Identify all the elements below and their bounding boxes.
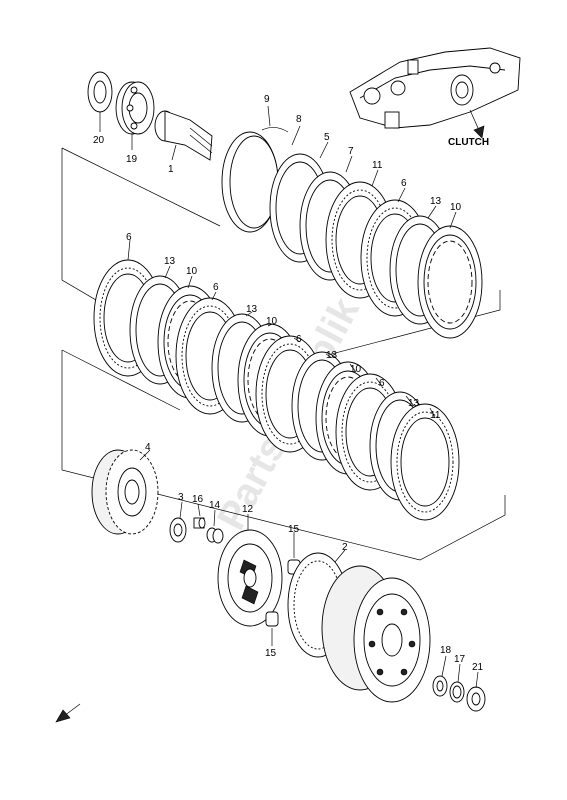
part-number-13-upper: 13 — [430, 196, 442, 207]
part-number-6-mid-2: 6 — [213, 282, 219, 293]
part-number-10-mid-2: 10 — [266, 316, 278, 327]
part-number-3: 3 — [178, 492, 184, 503]
part-number-13-mid-4: 13 — [408, 398, 420, 409]
callout-pointer-arrow-icon — [469, 109, 485, 139]
part-number-16: 16 — [192, 494, 204, 505]
part-21-bearing — [466, 686, 486, 712]
part-number-6-mid-1: 6 — [126, 232, 132, 243]
clutch-callout-label: CLUTCH — [448, 137, 489, 148]
leader-lines — [99, 105, 479, 689]
part-18-washer — [432, 675, 448, 697]
part-number-8: 8 — [296, 114, 302, 125]
engine-assembly-illustration — [349, 47, 521, 129]
part-number-9: 9 — [264, 94, 270, 105]
part-20-oil-seal — [87, 71, 113, 113]
part-number-10-mid-1: 10 — [186, 266, 198, 277]
part-8-wire-ring — [221, 131, 279, 233]
part-number-10-upper: 10 — [450, 202, 462, 213]
part-number-6-mid-4: 6 — [379, 378, 385, 389]
part-number-12: 12 — [242, 504, 254, 515]
part-number-13-mid-1: 13 — [164, 256, 176, 267]
part-number-7: 7 — [348, 146, 354, 157]
group-frame-lower — [61, 349, 506, 561]
part-9-circlip — [261, 127, 289, 133]
part-1-primary-shaft — [154, 110, 213, 161]
part-15-spring-lower — [265, 611, 279, 627]
front-direction-arrow-icon — [55, 703, 81, 723]
part-16-bolt — [193, 517, 206, 529]
part-14-bearing — [206, 527, 224, 544]
part-number-11-lower: 11 — [430, 410, 441, 421]
part-3-nut — [169, 517, 187, 543]
part-4-clutch-sleeve-hub — [91, 449, 159, 535]
part-number-11-upper: 11 — [372, 160, 383, 171]
part-number-15-upper: 15 — [288, 524, 300, 535]
part-number-15-lower: 15 — [265, 648, 277, 659]
part-12-pressure-plate — [217, 529, 283, 627]
part-number-13-mid-2: 13 — [246, 304, 258, 315]
part-number-2: 2 — [342, 542, 348, 553]
part-number-10-mid-3: 10 — [350, 364, 362, 375]
part-number-4: 4 — [145, 442, 151, 453]
part-number-1: 1 — [168, 164, 174, 175]
part-number-13-mid-3: 13 — [326, 350, 338, 361]
part-11-friction-plate-lower — [390, 403, 460, 521]
part-number-21: 21 — [472, 662, 484, 673]
part-number-17: 17 — [454, 654, 466, 665]
part-number-20: 20 — [93, 135, 105, 146]
part-number-5: 5 — [324, 132, 330, 143]
part-10-steel-plate-upper — [417, 225, 483, 339]
part-number-6-upper: 6 — [401, 178, 407, 189]
part-number-18: 18 — [440, 645, 452, 656]
part-17-spacer — [449, 681, 465, 703]
part-number-14: 14 — [209, 500, 221, 511]
part-2-primary-driven-gear-housing — [287, 552, 431, 703]
part-number-19: 19 — [126, 154, 138, 165]
part-19-bearing — [115, 81, 155, 135]
part-number-6-mid-3: 6 — [296, 334, 302, 345]
